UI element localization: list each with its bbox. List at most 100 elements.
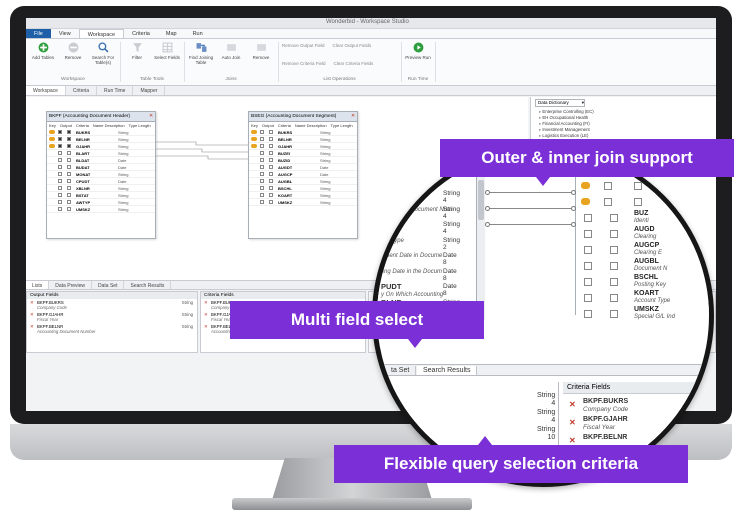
criteria-checkbox[interactable] [610,214,618,222]
output-checkbox[interactable] [260,137,264,141]
field-row[interactable]: ting Date in the Docum [381,268,442,276]
output-checkbox[interactable] [58,151,62,155]
criteria-checkbox[interactable] [67,144,71,148]
remove-icon[interactable]: ✕ [204,300,208,305]
table-header[interactable]: BKPF (Accounting Document Header) ✕ [47,112,155,122]
criteria-checkbox[interactable] [269,193,273,197]
tab-run-time-view[interactable]: Run Time [97,86,134,95]
join-handle[interactable] [571,190,576,195]
criteria-checkbox[interactable] [269,172,273,176]
output-checkbox[interactable] [58,193,62,197]
tab-lists[interactable]: Lists [26,281,50,289]
criteria-checkbox[interactable] [67,151,71,155]
select-fields-button[interactable]: Select Fields [154,42,180,77]
criteria-checkbox[interactable] [67,130,71,134]
join-handle[interactable] [571,206,576,211]
criteria-checkbox[interactable] [67,186,71,190]
output-checkbox[interactable] [58,172,62,176]
field-row[interactable]: Reference Document Num [381,206,452,214]
field-row[interactable]: ument Date in Docume [381,252,442,260]
output-checkbox[interactable] [260,179,264,183]
output-checkbox[interactable] [58,165,62,169]
output-checkbox[interactable] [260,200,264,204]
output-checkbox[interactable] [58,130,62,134]
remove-icon[interactable]: ✕ [30,324,34,329]
tree-item[interactable]: Financial Accounting (FI) [539,121,594,127]
remove-icon[interactable]: ✕ [569,436,576,445]
join-handle[interactable] [571,222,576,227]
table-bkpf[interactable]: BKPF (Accounting Document Header) ✕ Key … [46,111,156,239]
output-checkbox[interactable] [58,200,62,204]
tab-workspace[interactable]: Workspace [78,29,125,38]
output-checkbox[interactable] [58,137,62,141]
output-checkbox[interactable] [584,214,592,222]
output-checkbox[interactable] [260,165,264,169]
remove-icon[interactable]: ✕ [30,300,34,305]
output-checkbox[interactable] [58,144,62,148]
remove-join-button[interactable]: Remove [248,42,274,77]
criteria-checkbox[interactable] [269,165,273,169]
output-checkbox[interactable] [260,144,264,148]
output-checkbox[interactable] [584,278,592,286]
tab-mapper-view[interactable]: Mapper [133,86,166,95]
criteria-checkbox[interactable] [610,246,618,254]
criteria-checkbox[interactable] [269,137,273,141]
remove-icon[interactable]: ✕ [30,312,34,317]
tree-item[interactable]: Enterprise Controlling (EC) [539,109,593,115]
remove-icon[interactable]: ✕ [569,400,576,409]
field-row[interactable]: ent Type [381,237,404,245]
scrollbar[interactable] [477,170,485,320]
field-row[interactable] [576,178,709,194]
tab-search-results[interactable]: Search Results [124,281,172,289]
remove-icon[interactable]: ✕ [569,418,576,427]
output-checkbox[interactable] [584,262,592,270]
tab-search-results[interactable]: Search Results [417,366,478,375]
criteria-checkbox[interactable] [67,137,71,141]
output-checkbox[interactable] [584,230,592,238]
join-handle[interactable] [485,222,490,227]
auto-join-button[interactable]: Auto Join [218,42,244,77]
add-tables-button[interactable]: Add Tables [30,42,56,77]
remove-criteria-field-button[interactable]: Remove Criteria Field [282,60,326,66]
table-header[interactable]: BSEG (Accounting Document Segment) ✕ [249,112,357,122]
criteria-checkbox[interactable] [269,158,273,162]
tab-view[interactable]: View [58,31,71,37]
tab-data-preview[interactable]: Data Preview [49,281,93,289]
clear-criteria-fields-button[interactable]: Clear Criteria Fields [333,60,374,66]
preview-run-button[interactable]: Preview Run [405,42,431,77]
tab-data-set[interactable]: Data Set [92,281,125,289]
tab-file[interactable]: File [26,29,51,38]
tab-criteria-view[interactable]: Criteria [66,86,98,95]
output-checkbox[interactable] [260,130,264,134]
field-row[interactable] [576,194,709,210]
criteria-checkbox[interactable] [67,172,71,176]
output-checkbox[interactable] [260,172,264,176]
list-item[interactable]: BKPF.BELNR [583,434,627,442]
remove-icon[interactable]: ✕ [204,324,208,329]
output-checkbox[interactable] [604,182,612,190]
